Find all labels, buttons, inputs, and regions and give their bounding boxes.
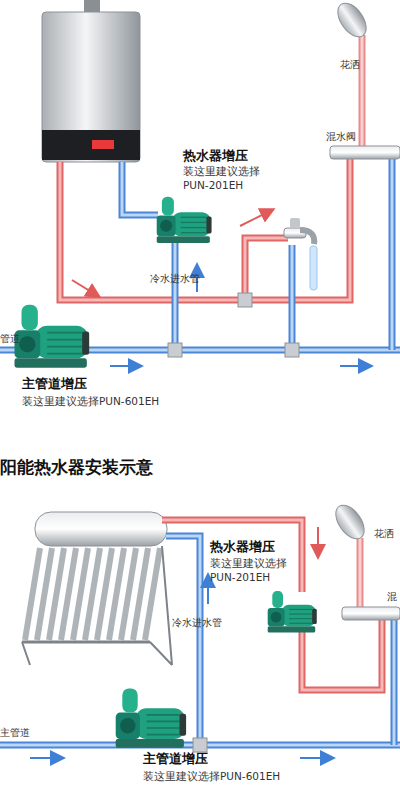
mixing-valve: [342, 607, 400, 620]
part-label: 花洒: [374, 527, 394, 540]
pipe-tee: [238, 293, 252, 307]
solar-tank: [35, 512, 167, 546]
showerhead: [332, 0, 372, 42]
faucet-handle: [290, 218, 300, 228]
flow-arrow: [240, 210, 272, 226]
callout-note: 装这里建议选择PUN-601EH: [22, 395, 159, 409]
hot-pipe: [162, 520, 302, 592]
flow-arrow: [72, 280, 98, 296]
faucet-spout: [300, 230, 314, 244]
pipe-tee: [168, 343, 182, 357]
flow-arrow: [317, 527, 319, 556]
flow-arrow: [207, 576, 209, 604]
cold-pipe: [391, 620, 398, 745]
hot-pipe-core: [162, 520, 302, 592]
hot-pipe-core: [60, 158, 350, 300]
pipe-label: 冷水进水管: [150, 272, 200, 285]
flow-arrow: [110, 365, 140, 367]
callout-note: 装这里建议选择 PUN-201EH: [183, 165, 265, 192]
shower-pipe: [359, 35, 366, 150]
solar-frame: [22, 641, 150, 644]
heater-booster-pump: [157, 197, 212, 243]
gas-water-heater: [42, 12, 140, 162]
flow-arrow: [30, 757, 62, 759]
flow-arrow: [300, 757, 332, 759]
hot-pipe: [60, 158, 350, 300]
main-booster-pump: [15, 305, 90, 368]
callout-heading: 热水器增压: [183, 148, 248, 165]
callout-heading: 热水器增压: [210, 539, 275, 556]
shower-pipe: [357, 538, 364, 612]
pipe-label: 管道: [0, 332, 20, 345]
vacuum-tube: [145, 548, 160, 640]
main-booster-pump: [116, 688, 186, 747]
cold-pipe: [289, 245, 296, 350]
hot-pipe: [245, 238, 288, 300]
callout-note: 装这里建议选择 PUN-201EH: [210, 557, 292, 584]
flow-arrow: [340, 365, 370, 367]
callout-note: 装这里建议选择PUN-601EH: [143, 770, 280, 784]
heater-display-panel: [42, 130, 140, 160]
showerhead: [330, 500, 370, 544]
shower-pipe-core: [361, 35, 364, 150]
heater-booster-pump: [268, 591, 317, 632]
cold-pipe: [389, 158, 396, 350]
water-stream: [310, 246, 317, 290]
cold-pipe: [172, 240, 179, 350]
cold-pipe-core: [393, 620, 396, 745]
pipe-tee: [193, 738, 207, 752]
pipe-label: 主管道: [0, 726, 30, 739]
cold-pipe-core: [391, 158, 394, 350]
section-title: 阳能热水器安装示意: [0, 456, 153, 478]
part-label: 混: [387, 590, 397, 603]
pipe-label: 冷水进水管: [172, 616, 222, 629]
part-label: 混水阀: [326, 130, 356, 143]
cold-pipe-core: [174, 240, 177, 350]
callout-heading: 主管道增压: [143, 751, 208, 768]
hot-pipe-core: [245, 238, 288, 300]
callout-heading: 主管道增压: [22, 376, 87, 393]
cold-pipe: [122, 162, 158, 215]
pipe-tee: [285, 343, 299, 357]
heater-display: [92, 140, 114, 149]
mixing-valve: [330, 146, 400, 159]
cold-pipe-core: [291, 245, 294, 350]
solar-stand: [22, 546, 172, 665]
cold-pipe-core: [122, 162, 158, 215]
shower-pipe-core: [359, 538, 362, 612]
part-label: 花洒: [340, 58, 360, 71]
